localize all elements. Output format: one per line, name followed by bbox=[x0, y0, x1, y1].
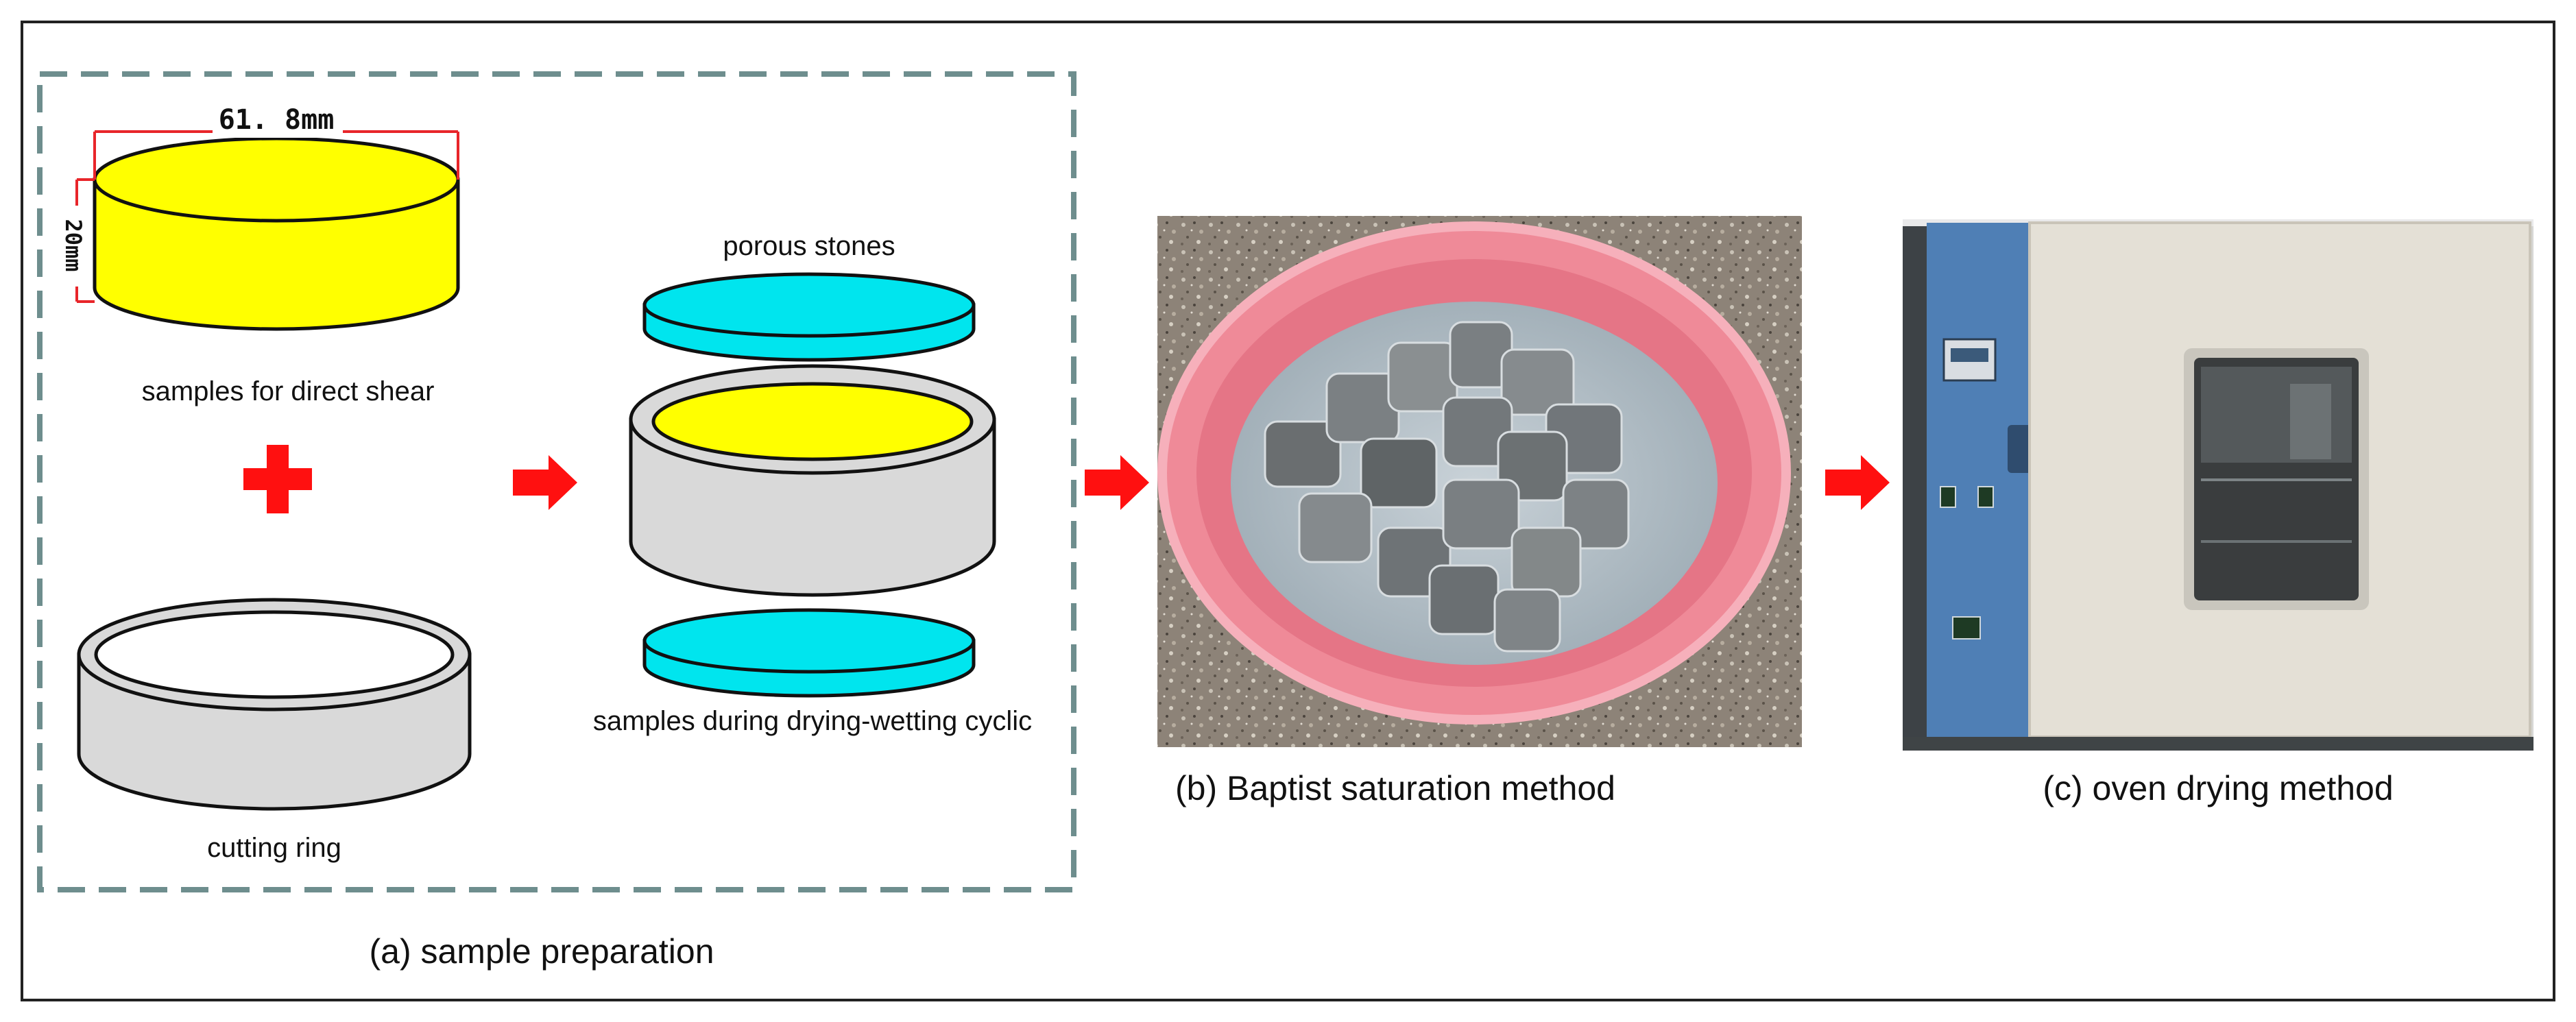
soil-samples bbox=[1264, 321, 1630, 653]
right-arrow-icon bbox=[513, 455, 577, 510]
shear-sample-label: samples for direct shear bbox=[142, 376, 435, 406]
height-label: 20mm bbox=[60, 219, 86, 271]
ring-with-sample bbox=[629, 364, 996, 597]
right-arrow-icon bbox=[1825, 455, 1890, 510]
shear-sample bbox=[93, 136, 460, 331]
right-arrow-icon bbox=[1085, 455, 1149, 510]
caption-a: (a) sample preparation bbox=[369, 932, 714, 971]
porous-stones-label: porous stones bbox=[723, 231, 895, 261]
panel-b-photo bbox=[1157, 216, 1802, 747]
caption-c: (c) oven drying method bbox=[2043, 769, 2393, 807]
cutting-ring-label: cutting ring bbox=[207, 833, 341, 863]
bottom-porous-stone bbox=[642, 608, 976, 698]
dashed-border bbox=[37, 71, 1076, 892]
panel-c-photo bbox=[1903, 219, 2533, 751]
cyclic-label: samples during drying-wetting cyclic bbox=[593, 706, 1032, 736]
oven-control-panel bbox=[1927, 223, 2030, 737]
plus-icon bbox=[243, 445, 312, 513]
cutting-ring bbox=[77, 598, 472, 811]
caption-b: (b) Baptist saturation method bbox=[1175, 769, 1615, 807]
top-porous-stone bbox=[642, 272, 976, 362]
diameter-label: 61. 8mm bbox=[219, 104, 335, 136]
panel-a: 61. 8mm 20mm samples for direct shear cu… bbox=[37, 71, 1076, 892]
